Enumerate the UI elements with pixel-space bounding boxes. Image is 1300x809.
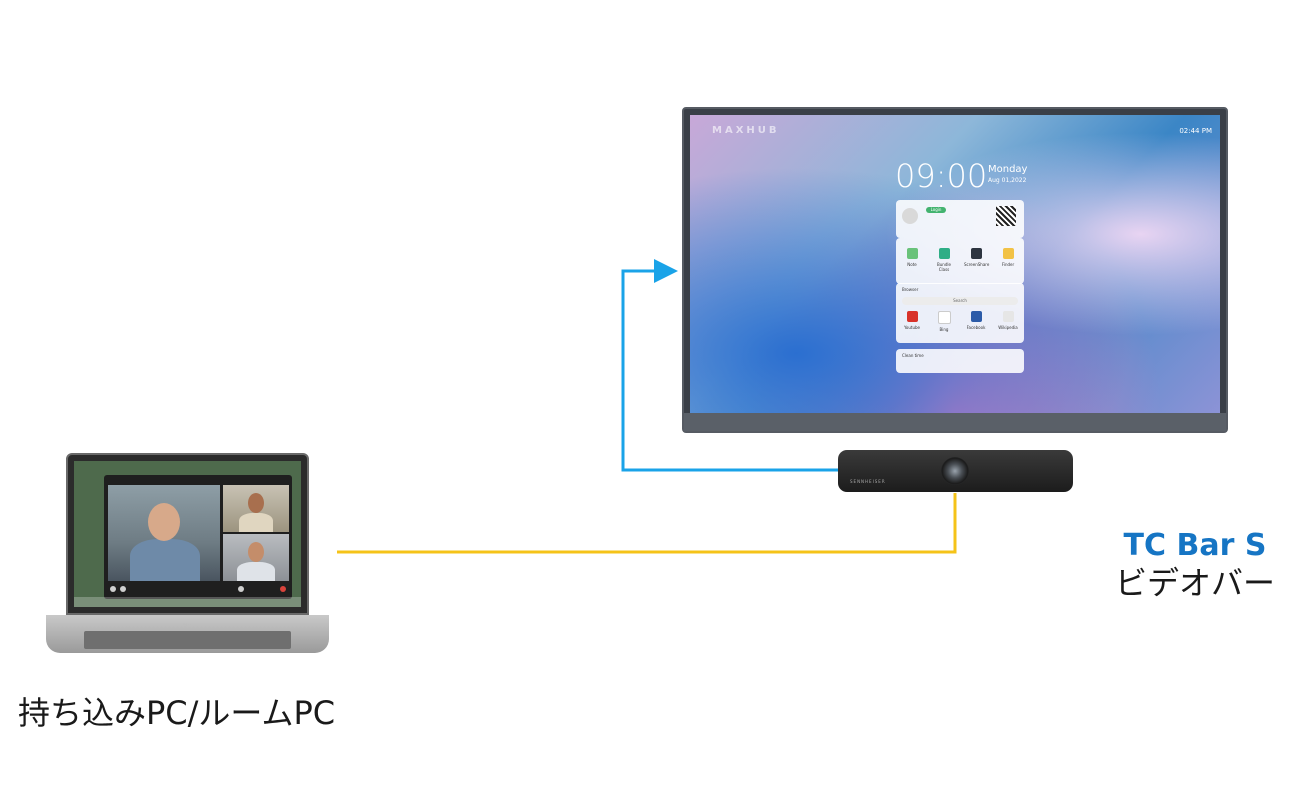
folder-icon (1002, 248, 1014, 259)
bing-icon (937, 311, 951, 324)
participant-tile-main (108, 485, 220, 581)
facebook-icon (970, 311, 982, 322)
participant-body (237, 562, 275, 581)
display-clock: 09:00 (895, 157, 988, 195)
participant-body (130, 539, 200, 581)
video-bar-device: SENNHEISER (838, 450, 1073, 492)
clean-time-label: Clean time (902, 353, 924, 358)
app-label: Wikipedia (998, 325, 1018, 330)
call-controls (108, 583, 289, 595)
hdmi-line (621, 259, 838, 472)
screen-share-icon (970, 248, 982, 259)
mic-icon (110, 586, 116, 592)
login-card: Login (896, 200, 1024, 238)
device-label: TC Bar S ビデオバー (1100, 528, 1290, 602)
usb-line (337, 493, 957, 554)
participant-face (148, 503, 180, 541)
youtube-icon (906, 311, 918, 322)
display-date: Aug 01,2022 (988, 177, 1027, 184)
login-button: Login (926, 207, 946, 213)
video-bar-brand: SENNHEISER (850, 479, 886, 484)
app-label: Note (907, 262, 917, 267)
app-screenshare: ScreenShare (964, 248, 990, 272)
participant-tile-bottom-right (223, 534, 289, 581)
wikipedia-icon (1002, 311, 1014, 322)
share-icon (238, 586, 244, 592)
app-label: ScreenShare (964, 262, 990, 267)
app-label: Bing (939, 327, 949, 332)
display-bezel (684, 413, 1226, 431)
device-name: TC Bar S (1123, 528, 1267, 563)
qr-code-icon (996, 206, 1016, 226)
participant-body (239, 513, 273, 532)
app-wikipedia: Wikipedia (996, 311, 1020, 332)
browser-title: Browser (902, 287, 919, 292)
device-subtitle: ビデオバー (1114, 564, 1275, 602)
laptop-base: DELL (46, 615, 329, 653)
laptop-taskbar (74, 597, 301, 607)
app-label: Youtube (904, 325, 920, 330)
source-label: 持ち込みPC/ルームPC (18, 694, 336, 732)
app-note: Note (900, 248, 924, 272)
app-facebook: Facebook (964, 311, 988, 332)
participant-face (248, 542, 264, 562)
participant-face (248, 493, 264, 513)
camera-icon (120, 586, 126, 592)
display-screen: MAXHUB 02:44 PM 09:00 Monday Aug 01,2022… (690, 115, 1220, 413)
clean-time-card: Clean time (896, 349, 1024, 373)
app-finder: Finder (996, 248, 1020, 272)
laptop-keyboard (84, 631, 291, 649)
apps-card: Note Bundle Class ScreenShare Finder (896, 238, 1024, 284)
app-youtube: Youtube (900, 311, 924, 332)
app-label: Bundle Class (937, 262, 951, 272)
laptop-wallpaper (74, 461, 301, 607)
avatar-icon (902, 208, 918, 224)
display-status-time: 02:44 PM (1179, 127, 1212, 135)
note-icon (906, 248, 918, 259)
laptop-logo: DELL (182, 623, 193, 628)
book-icon (938, 248, 950, 259)
display-day: Monday (988, 164, 1028, 175)
app-bundle-class: Bundle Class (932, 248, 956, 272)
display-monitor: MAXHUB 02:44 PM 09:00 Monday Aug 01,2022… (682, 107, 1228, 433)
browser-search: Search (902, 297, 1018, 305)
app-label: Finder (1001, 262, 1015, 267)
browser-card: Browser Search Youtube Bing Facebook Wik… (896, 283, 1024, 343)
app-label: Facebook (966, 325, 986, 330)
laptop-screen (66, 453, 309, 615)
video-call-window (104, 475, 292, 599)
app-bing: Bing (932, 311, 956, 332)
camera-lens-icon (941, 457, 969, 485)
display-brand: MAXHUB (712, 125, 780, 136)
participant-tile-top-right (223, 485, 289, 532)
end-call-icon (280, 586, 286, 592)
